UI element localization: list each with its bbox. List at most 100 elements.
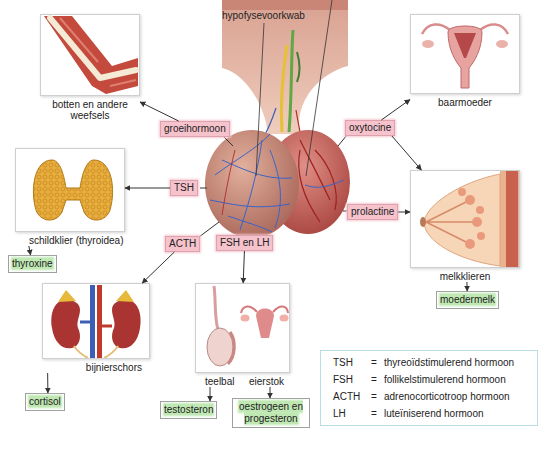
- arrow-connector: [140, 102, 179, 121]
- gonad-illustration: [280, 315, 289, 322]
- uterus-illustration: [422, 40, 434, 48]
- caption-row: schildklier (thyroidea): [15, 232, 125, 246]
- legend-abbreviation: ACTH: [333, 391, 360, 403]
- arrow-connector: [47, 373, 48, 393]
- hormone-release-line: [200, 188, 207, 189]
- kidney-illustration: [112, 300, 141, 348]
- organ-name: baarmoeder: [438, 97, 492, 108]
- product-tag: moedermelk: [436, 291, 499, 309]
- organ-panel: bijnierschors: [42, 283, 150, 373]
- legend-abbreviation: LH: [333, 408, 346, 420]
- arrow-connector: [392, 136, 421, 170]
- hormone-tag: TSH: [170, 180, 198, 196]
- organ-name: teelbal: [205, 376, 234, 387]
- image-frame: [195, 283, 290, 373]
- image-frame: [410, 170, 520, 268]
- pituitary-anterior-lobe: [205, 130, 299, 238]
- thyroid-illustration: [33, 160, 112, 220]
- kidney-illustration: [58, 290, 76, 302]
- product-tag: thyroxine: [8, 255, 57, 273]
- kidney-illustration: [51, 285, 140, 358]
- organ-panel: botten en andere weefsels: [40, 14, 140, 121]
- caption-row: melkklieren: [410, 268, 520, 282]
- caption-row: bijnierschors: [42, 359, 150, 373]
- image-frame: [410, 14, 520, 94]
- organ-panel: melkklieren: [410, 170, 520, 282]
- organ-name: melkklieren: [440, 271, 491, 282]
- uterus-illustration: [454, 33, 476, 58]
- image-frame: [40, 14, 140, 96]
- hypothalamus-tissue: [281, 45, 287, 132]
- kidney-illustration: [116, 290, 134, 302]
- pituitary-anterior-lobe: [240, 140, 262, 230]
- uterus-illustration: [422, 24, 450, 34]
- hormone-name: groeihormoon: [164, 123, 226, 134]
- breast-illustration: [426, 200, 476, 244]
- legend-equals: =: [371, 357, 377, 369]
- thyroid-illustration: [33, 160, 112, 220]
- uterus-illustration: [496, 40, 508, 48]
- kidney-illustration: [74, 346, 88, 358]
- product-tag: oestrogeen en progesteron: [232, 398, 310, 428]
- hormone-release-line: [224, 137, 233, 146]
- hormone-tag: ACTH: [165, 236, 200, 252]
- organ-panel: schildklier (thyroidea): [15, 148, 125, 246]
- pituitary-anterior-lobe: [222, 150, 235, 215]
- uterus-illustration: [422, 24, 508, 88]
- arrow-connector: [142, 252, 174, 283]
- organ-panel: teelbaleierstok: [195, 283, 290, 387]
- hormone-name: prolactine: [351, 206, 394, 217]
- breast-illustration: [465, 195, 475, 205]
- pituitary-posterior-lobe: [305, 180, 344, 187]
- arrow-connector: [466, 282, 467, 291]
- pituitary-anterior-lobe: [228, 216, 272, 232]
- arrow-connector: [29, 246, 31, 255]
- arm-illustration: [50, 18, 136, 78]
- uterus-illustration: [448, 26, 482, 88]
- arrow-connector: [243, 251, 244, 283]
- pituitary-anterior-lobe: [205, 130, 299, 238]
- gonad-illustration: [214, 286, 218, 330]
- arrow-connector: [270, 387, 271, 398]
- gonad-illustration: [241, 306, 257, 313]
- caption-row: teelbaleierstok: [195, 373, 290, 387]
- breast-illustration: [472, 217, 482, 227]
- breast-illustration: [476, 206, 484, 214]
- leader-line: [306, 0, 332, 176]
- gonad-illustration: [228, 332, 234, 364]
- breast-illustration: [458, 188, 466, 196]
- caption-row: botten en andere weefsels: [40, 96, 140, 121]
- legend-definition: adrenocorticotroop hormoon: [384, 391, 510, 403]
- breast-illustration: [420, 171, 519, 267]
- image-frame: [15, 148, 125, 232]
- hormone-release-line: [338, 135, 347, 146]
- pituitary-posterior-lobe: [315, 150, 336, 210]
- pituitary-anterior-lobe: [210, 200, 290, 207]
- hormone-tag: oxytocine: [345, 120, 395, 136]
- legend-equals: =: [371, 408, 377, 420]
- breast-illustration: [500, 171, 519, 267]
- kidney-illustration: [97, 285, 102, 358]
- organ-panel: baarmoeder: [410, 14, 520, 108]
- organ-name: schildklier (thyroidea): [29, 235, 123, 246]
- hypothalamus-tissue: [289, 30, 293, 132]
- arrow-connector: [398, 212, 410, 213]
- kidney-illustration: [51, 300, 80, 348]
- breast-illustration: [424, 174, 500, 266]
- arm-illustration: [44, 16, 138, 94]
- product-tag: testosteron: [160, 401, 217, 419]
- hormone-name: TSH: [174, 182, 194, 193]
- hormone-tag: groeihormoon: [160, 121, 230, 137]
- structure-label: hypofysevoorkwab: [222, 10, 305, 22]
- connector-group: [29, 100, 467, 401]
- uterus-illustration: [480, 24, 508, 34]
- hormone-tag: prolactine: [347, 204, 398, 220]
- hypothalamus-tissue: [222, 0, 348, 10]
- gonad-illustration: [207, 286, 289, 366]
- gonad-illustration: [207, 328, 233, 366]
- legend-equals: =: [371, 374, 377, 386]
- product-name: oestrogeen en progesteron: [239, 401, 303, 424]
- arrow-connector: [381, 100, 410, 120]
